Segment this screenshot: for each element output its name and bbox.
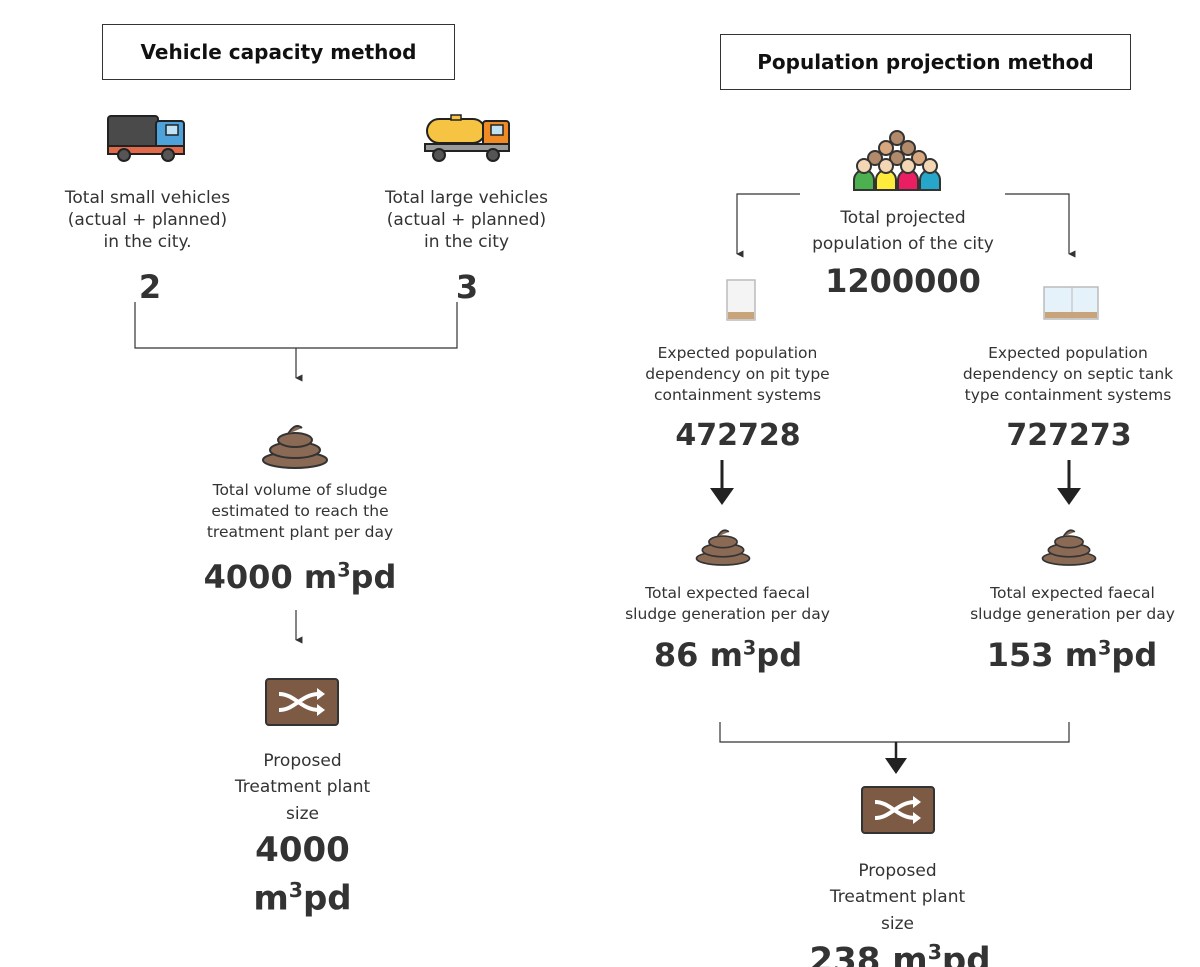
septic-sludge-value: 153 m3pd [986,636,1158,674]
treatment-plant-icon [265,678,339,726]
left-method-title: Vehicle capacity method [102,24,455,80]
left-bracket [134,302,458,349]
population-label: Total projected population of the city [812,208,994,254]
septic-dependency-value: 727273 [1006,418,1132,453]
right-plant-value: 238 m3pd [809,940,991,967]
sludge-icon [262,425,328,469]
sludge-icon [1041,529,1097,566]
septic-dependency-label: Expected population dependency on septic… [962,344,1174,404]
treatment-plant-icon [861,786,935,834]
right-method-title: Population projection method [720,34,1131,90]
left-plant-label: Proposed Treatment plant size [234,751,371,824]
septic-sludge-label: Total expected faecal sludge generation … [970,584,1175,623]
small-vehicles-value: 2 [138,268,162,306]
large-vehicles-value: 3 [455,268,479,306]
septic-tank-icon [1043,286,1099,320]
pit-container-icon [726,279,756,321]
left-plant-unit: m3pd [253,878,352,919]
small-truck-icon [107,115,185,162]
right-branch-left [736,193,800,258]
sludge-volume-value: 4000 m3pd [203,558,397,596]
sludge-volume-label: Total volume of sludge estimated to reac… [206,481,394,541]
large-vehicles-label: Total large vehicles (actual + planned) … [385,188,548,253]
small-vehicles-label: Total small vehicles (actual + planned) … [64,188,231,253]
pit-dependency-value: 472728 [675,418,801,453]
pit-sludge-label: Total expected faecal sludge generation … [625,584,830,623]
right-plant-label: Proposed Treatment plant size [829,861,966,934]
sludge-icon [695,529,751,566]
left-plant-value: 4000 [255,830,350,870]
right-branch-right [1005,193,1076,258]
tanker-truck-icon [424,114,510,162]
population-value: 1200000 [825,262,981,300]
pit-dependency-label: Expected population dependency on pit ty… [645,344,830,404]
right-bracket [719,722,1070,743]
crowd-icon [853,130,941,191]
pit-sludge-value: 86 m3pd [653,636,803,674]
